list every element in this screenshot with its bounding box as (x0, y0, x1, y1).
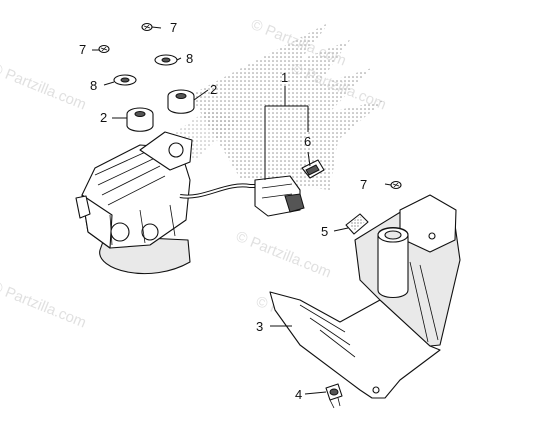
callout-4: 4 (295, 387, 302, 402)
washer-upper (154, 54, 178, 66)
callout-2-lower: 2 (100, 110, 107, 125)
bolt-left (98, 44, 110, 54)
bolt-top (141, 22, 153, 32)
callout-1: 1 (281, 70, 288, 85)
modulator-unit (75, 131, 193, 275)
wire-harness (179, 175, 305, 217)
clip-nut-4 (325, 383, 343, 409)
watermark: © Partzilla.com (0, 278, 89, 332)
grommet-upper (167, 89, 195, 114)
callout-2-upper: 2 (210, 82, 217, 97)
grommet-lower (126, 107, 154, 132)
callout-3: 3 (256, 319, 263, 334)
clip-6 (301, 159, 325, 179)
callout-5: 5 (321, 224, 328, 239)
callout-8-upper: 8 (186, 51, 193, 66)
callout-7-right: 7 (360, 177, 367, 192)
watermark: © Partzilla.com (0, 60, 89, 114)
clip-5 (345, 213, 369, 235)
callout-7-left: 7 (79, 42, 86, 57)
bolt-right (390, 180, 402, 190)
callout-labels: 7 7 8 8 2 2 1 6 7 5 3 4 (79, 20, 367, 402)
callout-8-lower: 8 (90, 78, 97, 93)
mounting-bracket (269, 194, 461, 399)
callout-6: 6 (304, 134, 311, 149)
leader-lines (92, 26, 392, 395)
watermark: © Partzilla.com (234, 228, 334, 282)
callout-7-top: 7 (170, 20, 177, 35)
washer-lower (113, 74, 137, 86)
